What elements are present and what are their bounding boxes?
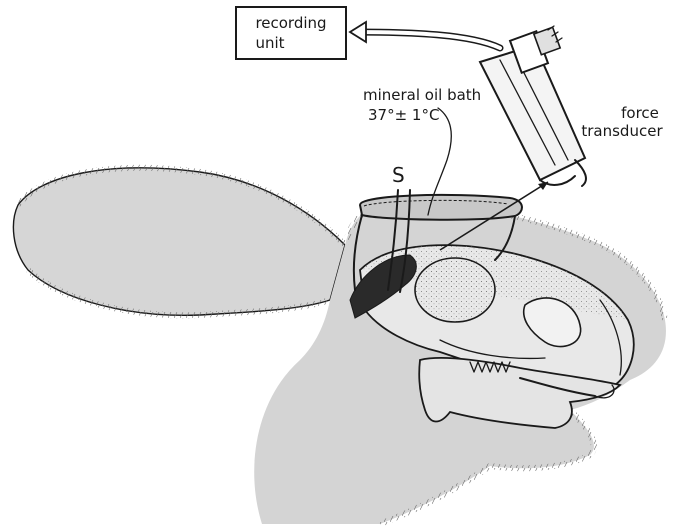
recording-unit-label-line1: recording [255, 14, 326, 32]
force-transducer-label-line1: force [621, 104, 659, 122]
force-transducer-label-line2: transducer [581, 122, 663, 140]
stimulus-label: S [392, 163, 405, 187]
recording-unit: recording unit [236, 7, 346, 59]
rabbit-ear [13, 168, 345, 315]
recording-unit-label-line2: unit [255, 34, 284, 52]
cable-arrow-icon [350, 22, 366, 42]
oil-bath-label-line1: mineral oil bath [363, 86, 481, 104]
oil-bath-label-line2: 37°± 1°C [368, 106, 439, 124]
signal-cable [350, 22, 500, 48]
